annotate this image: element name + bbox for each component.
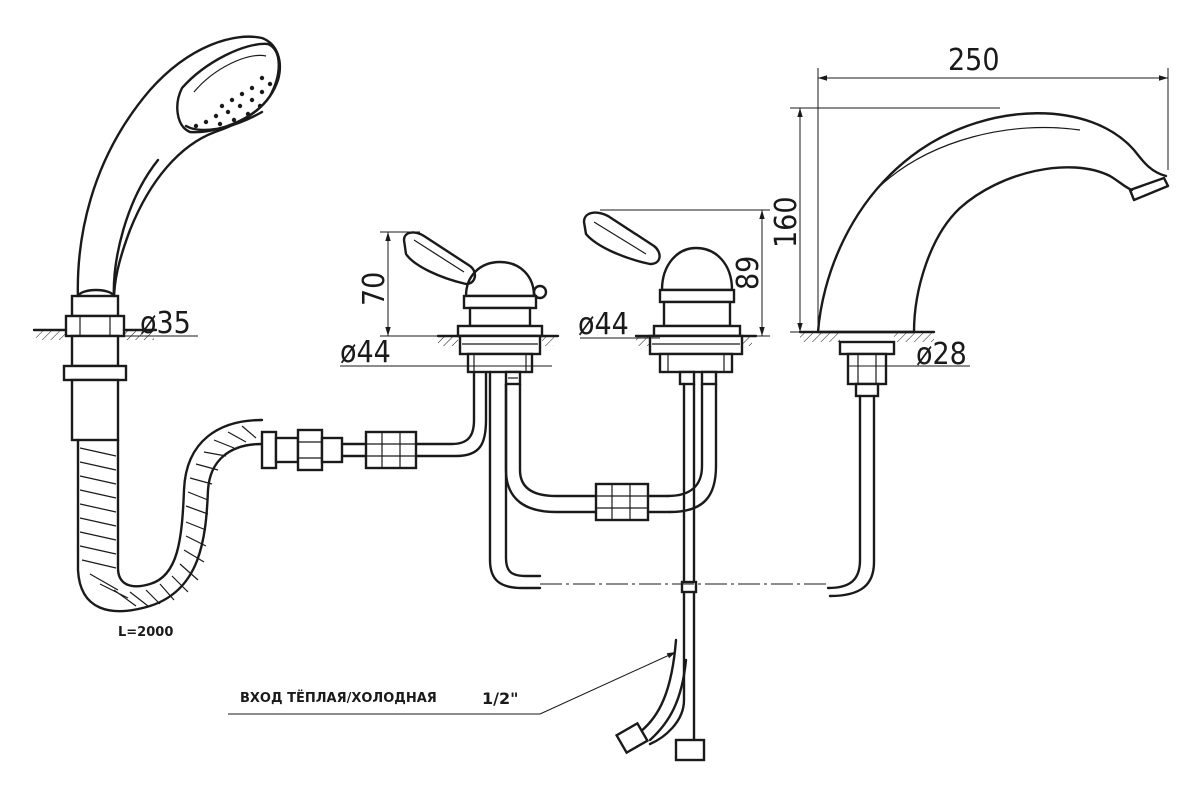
right-valve bbox=[582, 211, 758, 762]
hose-length-label: L=2000 bbox=[118, 625, 173, 640]
thread-label: 1/2" bbox=[482, 689, 518, 708]
inlet-label: ВХОД ТЁПЛАЯ/ХОЛОДНАЯ bbox=[240, 690, 437, 706]
hose-nuts bbox=[260, 428, 418, 472]
shower-head bbox=[76, 35, 282, 302]
dim-height-right-handle: 89 bbox=[731, 256, 766, 290]
shower-hose bbox=[76, 418, 264, 613]
shower-holder bbox=[32, 288, 158, 442]
dim-dia-shower: ø35 bbox=[140, 306, 191, 341]
left-valve bbox=[402, 231, 598, 590]
dim-dia-right-valve: ø44 bbox=[578, 307, 629, 342]
dim-height-spout: 160 bbox=[769, 196, 804, 248]
center-nuts bbox=[594, 382, 718, 522]
dimension-lines bbox=[80, 68, 1169, 715]
spout bbox=[798, 112, 1170, 598]
pipe-shower-supply bbox=[414, 368, 476, 446]
dim-dia-left-valve: ø44 bbox=[340, 335, 391, 370]
dim-height-left-handle: 70 bbox=[357, 272, 392, 306]
dim-dia-spout: ø28 bbox=[916, 337, 967, 372]
dim-width-total: 250 bbox=[948, 43, 1000, 78]
